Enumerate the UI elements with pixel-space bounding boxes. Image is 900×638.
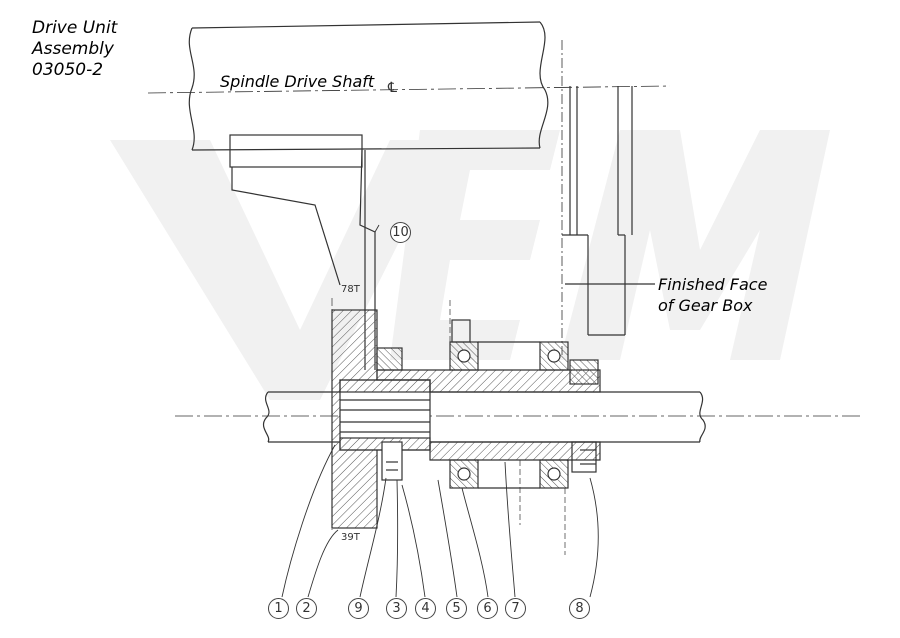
callout-5: 5 — [446, 598, 467, 619]
spindle-drive-shaft — [147, 21, 671, 151]
leader-lines — [281, 224, 599, 598]
spindle-drive-shaft-label: Spindle Drive Shaft — [220, 72, 375, 91]
key-set-screw — [381, 441, 403, 481]
bearing-bottom-right — [539, 459, 569, 489]
finished-face-label-line-2: of Gear Box — [658, 296, 753, 315]
centerline-symbol: ℄ — [388, 80, 397, 96]
teeth-count-bottom: 39T — [341, 532, 360, 543]
title-line-2: Assembly — [32, 39, 114, 59]
title-line-1: Drive Unit — [32, 18, 118, 38]
callout-9: 9 — [348, 598, 369, 619]
callout-4: 4 — [415, 598, 436, 619]
callout-8: 8 — [569, 598, 590, 619]
finished-face-label-line-1: Finished Face — [658, 275, 768, 294]
drive-sleeve — [376, 347, 601, 461]
callout-1: 1 — [268, 598, 289, 619]
callout-3: 3 — [386, 598, 407, 619]
bearing-top-left — [449, 341, 479, 371]
title-line-3: 03050-2 — [32, 60, 104, 80]
bearing-top-right — [539, 341, 569, 371]
large-gear — [331, 298, 431, 530]
callout-2: 2 — [296, 598, 317, 619]
retaining-nut — [569, 359, 599, 473]
callout-7: 7 — [505, 598, 526, 619]
bearing-bottom-left — [449, 459, 479, 489]
gear-box-face — [561, 40, 655, 355]
callout-10: 10 — [390, 222, 411, 243]
spacer-block — [451, 319, 471, 343]
callout-6: 6 — [477, 598, 498, 619]
teeth-count-top: 78T — [341, 284, 360, 295]
